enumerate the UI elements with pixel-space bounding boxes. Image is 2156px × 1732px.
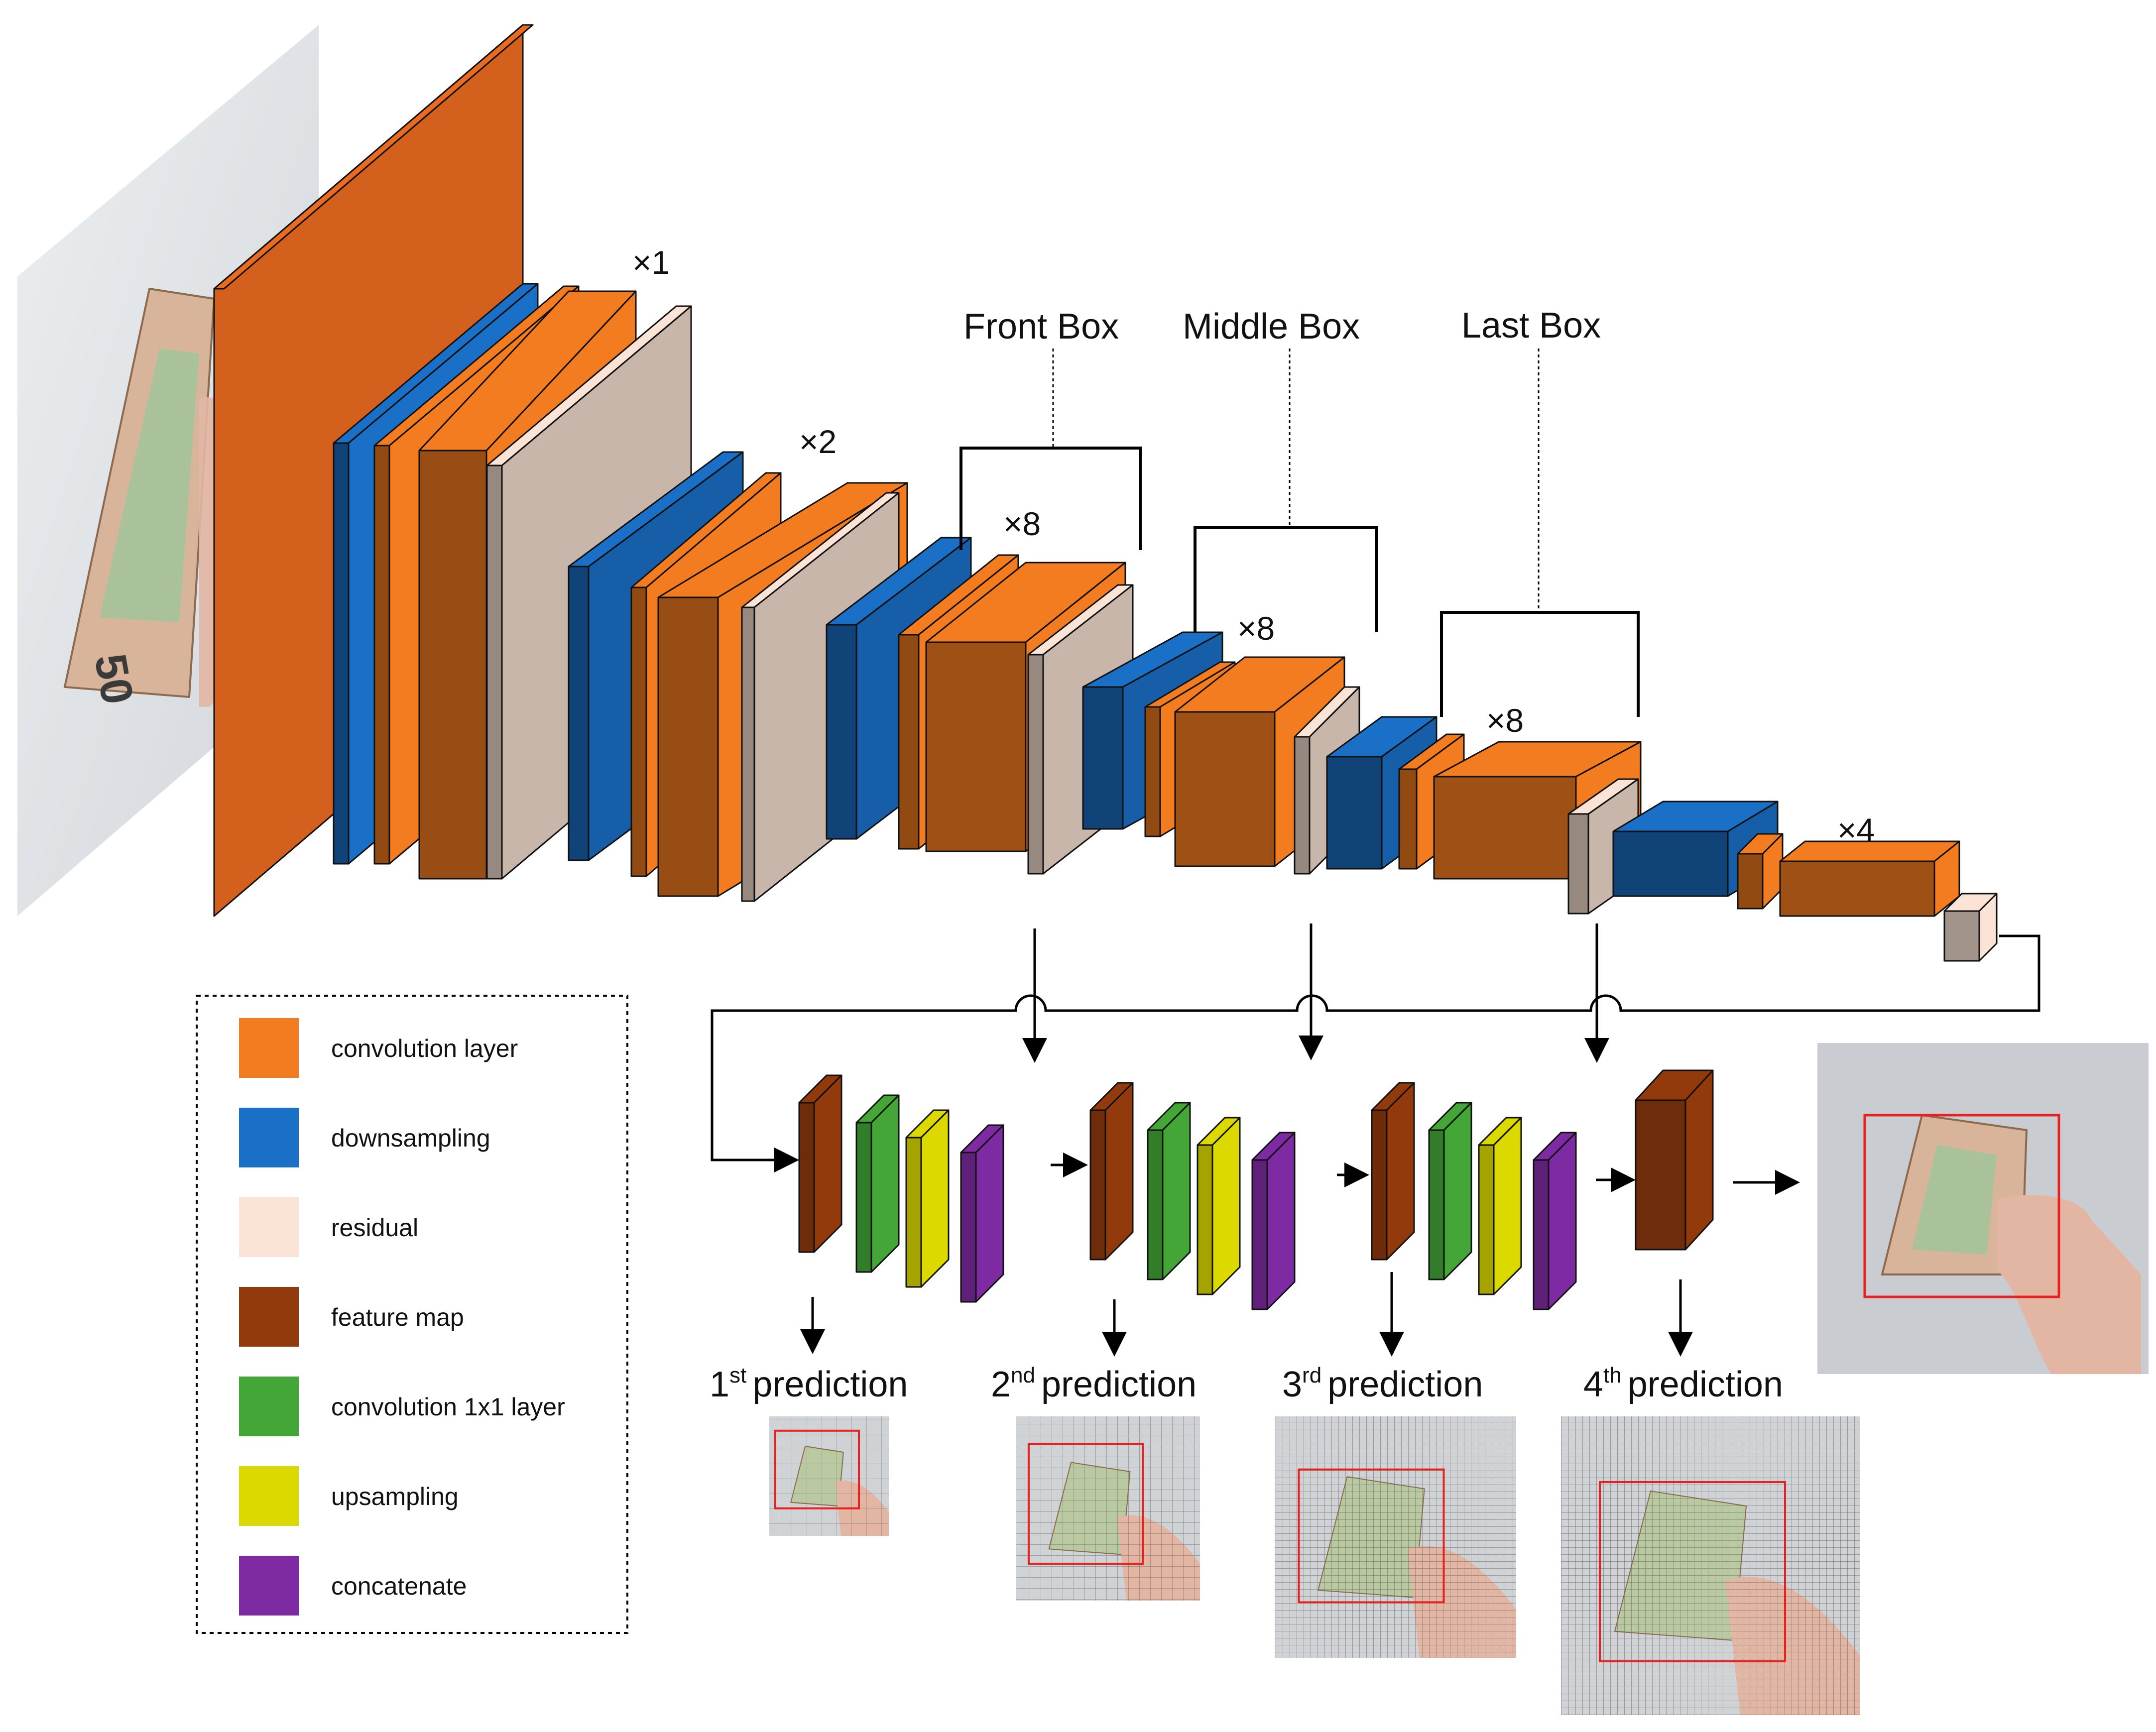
head-concatenate-2 [1251,1132,1296,1310]
legend: convolution layer downsampling residual fea… [196,995,628,1634]
legend-label: convolution 1x1 layer [331,1393,565,1421]
middle-box-label: Middle Box [1183,307,1360,346]
legend-item: convolution layer [239,1018,518,1078]
legend-item: downsampling [239,1108,490,1167]
legend-label: concatenate [331,1572,467,1600]
legend-label: downsampling [331,1124,490,1152]
prediction-image-4 [1561,1416,1860,1715]
head-conv1x1-2 [1147,1102,1191,1280]
conv-block-6a [1737,833,1784,910]
bounding-box [774,1429,860,1509]
head-feature-map-3 [1371,1082,1415,1261]
legend-swatch [239,1018,299,1078]
bounding-box [1863,1114,2060,1298]
legend-item: feature map [239,1287,464,1347]
legend-item: convolution 1x1 layer [239,1377,565,1436]
legend-label: convolution layer [331,1035,518,1062]
head-feature-map-1 [798,1074,842,1253]
multiplier-x2: ×2 [799,423,837,460]
head-concatenate-3 [1533,1132,1577,1310]
prediction-images [769,1416,1860,1715]
front-box-label: Front Box [963,307,1119,346]
legend-swatch [239,1377,299,1436]
legend-swatch [239,1556,299,1616]
multiplier-x4: ×4 [1837,811,1875,848]
legend-label: feature map [331,1303,464,1331]
bounding-box [1027,1443,1144,1565]
conv-block-6b [1779,840,1960,917]
head-upsampling-2 [1197,1117,1241,1295]
backbone-network [213,24,1998,962]
prediction-image-3 [1275,1416,1516,1658]
hand-icon [1997,1195,2141,1374]
last-box-bracket: Last Box [1440,306,1640,717]
multiplier-x1: ×1 [632,244,670,281]
legend-item: residual [239,1197,418,1257]
head-upsampling-1 [905,1109,950,1288]
legend-item: upsampling [239,1466,459,1526]
bounding-box [1298,1468,1445,1604]
multiplier-x8-middle: ×8 [1237,610,1275,647]
legend-swatch [239,1466,299,1526]
front-box-bracket: Front Box [959,307,1142,550]
legend-label: residual [331,1214,418,1242]
connector-lines [711,924,2040,1357]
legend-swatch [239,1197,299,1257]
head-concatenate-1 [960,1124,1004,1303]
legend-label: upsampling [331,1483,459,1510]
head-conv1x1-3 [1428,1102,1472,1280]
head-feature-map-2 [1089,1082,1134,1261]
legend-swatch [239,1108,299,1167]
middle-box-bracket: Middle Box [1183,307,1378,632]
residual-block-6 [1943,893,1998,962]
head-feature-map-4 [1635,1069,1714,1251]
head-upsampling-3 [1478,1117,1522,1295]
last-box-label: Last Box [1461,306,1601,346]
output-photo [1817,1043,2149,1374]
multiplier-x8-last: ×8 [1486,702,1524,739]
banknote-denomination: 50 [85,650,142,708]
multiplier-x8-front: ×8 [1003,505,1041,542]
detection-head [798,1069,1714,1310]
banknote-icon: 50 [63,287,216,708]
legend-item: concatenate [239,1556,467,1616]
legend-swatch [239,1287,299,1347]
bounding-box [1599,1481,1786,1662]
prediction-image-1 [769,1416,889,1536]
prediction-image-2 [1016,1416,1200,1601]
head-conv1x1-1 [855,1094,900,1273]
